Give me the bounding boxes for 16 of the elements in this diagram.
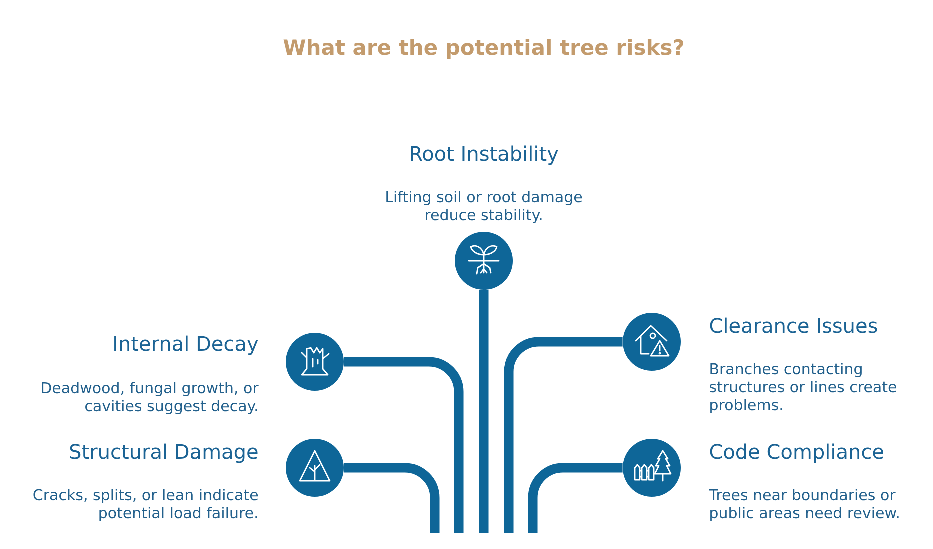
connector-line	[479, 290, 489, 533]
heading: Structural Damage	[70, 444, 258, 464]
description: Cracks, splits, or lean indicate potential load failure.	[34, 489, 258, 522]
heading: Internal Decay	[114, 336, 258, 356]
description: Lifting soil or root damage reduce stability.	[386, 191, 582, 224]
connector-line	[344, 357, 464, 533]
connector-line	[528, 463, 623, 533]
description: Deadwood, fungal growth, or cavities suggest decay.	[42, 382, 259, 415]
connector-line	[504, 337, 623, 533]
description: Trees near boundaries or public areas need review.	[709, 489, 899, 522]
heading: Clearance Issues	[710, 318, 878, 334]
connector-line	[344, 463, 440, 533]
description: Branches contacting structures or lines create problems.	[710, 363, 896, 414]
heading: Code Compliance	[710, 444, 884, 464]
title: What are the potential tree risks?	[284, 39, 684, 60]
heading: Root Instability	[411, 146, 558, 166]
